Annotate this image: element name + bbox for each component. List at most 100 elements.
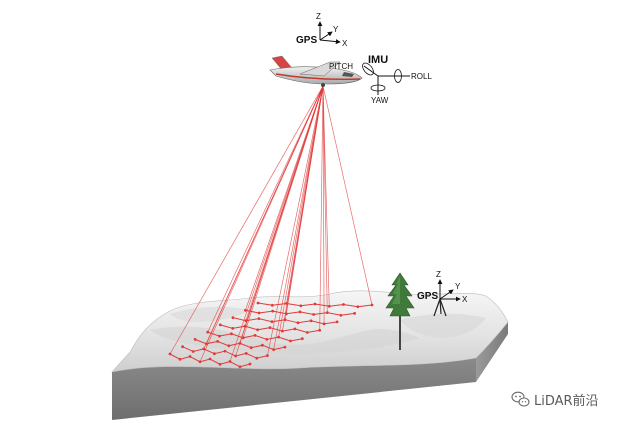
aircraft-gps: GPS Z Y X [296, 12, 348, 48]
laser-return-point [181, 345, 185, 349]
laser-return-point [312, 313, 315, 316]
laser-return-point [272, 348, 275, 351]
laser-return-point [223, 349, 227, 353]
roll-rotation-icon [394, 69, 402, 83]
laser-return-point [277, 335, 280, 339]
laser-return-point [244, 352, 248, 355]
ground-gps-label: GPS [417, 291, 438, 302]
laser-return-point [218, 323, 222, 327]
terrain-block [111, 290, 509, 420]
watermark-text: LiDAR前沿 [534, 393, 599, 409]
laser-return-point [216, 340, 220, 343]
scan-pattern [168, 301, 374, 369]
laser-return-point [257, 317, 261, 320]
laser-return-point [208, 357, 212, 361]
laser-beam [229, 85, 324, 362]
pitch-rotation-icon [362, 62, 374, 76]
laser-return-point [298, 310, 302, 314]
aircraft-gps-y-label: Y [333, 25, 339, 34]
laser-return-point [299, 304, 303, 308]
laser-return-point [188, 355, 192, 358]
laser-return-point [325, 311, 329, 314]
laser-return-point [296, 321, 300, 325]
laser-return-point [271, 309, 275, 313]
laser-return-point [265, 338, 269, 341]
laser-return-point [300, 337, 304, 341]
laser-beam [169, 85, 324, 355]
terrain-ridge-shade [150, 326, 420, 354]
laser-return-point [283, 318, 287, 322]
ground-gps-x-label: X [462, 295, 468, 304]
laser-return-point [370, 303, 374, 307]
laser-return-point [228, 360, 232, 363]
laser-return-point [268, 326, 272, 329]
laser-return-point [218, 362, 222, 366]
laser-return-point [238, 341, 242, 345]
laser-return-point [244, 308, 247, 312]
aircraft-gps-z-label: Z [316, 12, 321, 21]
aircraft-gps-label: GPS [296, 35, 317, 46]
laser-return-point [249, 346, 253, 350]
laser-return-point [356, 305, 360, 309]
terrain-front-face [112, 358, 476, 420]
laser-return-point [213, 352, 216, 356]
laser-beam [273, 85, 324, 350]
laser-beam [245, 85, 324, 321]
laser-beam [245, 85, 324, 311]
tree [385, 272, 415, 350]
laser-return-point [289, 339, 292, 343]
laser-return-point [205, 342, 208, 346]
laser-beam [322, 85, 325, 324]
ground-gps-station: GPS Z Y X [417, 270, 468, 317]
ground-gps-z-label: Z [436, 270, 441, 279]
ground-gps-y-axis [439, 289, 454, 300]
imu-pitch-axis [363, 65, 379, 77]
ground-gps-y-label: Y [455, 282, 461, 291]
laser-return-point [313, 302, 317, 306]
laser-return-point [244, 319, 248, 323]
laser-beam [286, 85, 324, 304]
laser-return-point [335, 320, 339, 324]
terrain-valley-shade [400, 313, 486, 338]
laser-return-point [255, 356, 259, 360]
aircraft-gps-x-axis [319, 39, 341, 45]
laser-return-point [318, 328, 322, 332]
laser-return-point [285, 312, 288, 316]
laser-return-point [293, 327, 297, 331]
laser-return-point [193, 338, 197, 341]
laser-return-point [322, 322, 326, 326]
laser-return-point [256, 301, 260, 305]
laser-return-point [342, 303, 345, 306]
laser-return-point [270, 303, 274, 307]
laser-return-point [266, 354, 269, 357]
laser-return-point [178, 357, 182, 361]
terrain-right-face [476, 322, 508, 382]
laser-return-point [198, 360, 202, 364]
laser-return-point [281, 329, 284, 333]
laser-return-point [283, 345, 287, 349]
wechat-icon [511, 391, 530, 407]
laser-beam [278, 85, 324, 338]
laser-return-point [238, 365, 242, 369]
laser-return-point [248, 362, 252, 366]
aircraft-stripe [275, 73, 361, 80]
laser-return-point [191, 350, 195, 353]
laser-return-point [285, 302, 288, 305]
laser-beam [322, 85, 330, 307]
laser-return-point [231, 316, 235, 319]
laser-return-point [231, 327, 235, 330]
laser-beam [207, 85, 324, 333]
laser-return-point [230, 332, 233, 336]
laser-return-point [339, 313, 343, 317]
imu-roll-label: ROLL [411, 72, 432, 81]
imu-pitch-label: PITCH [329, 62, 353, 71]
watermark: LiDAR前沿 [511, 391, 599, 409]
laser-return-point [202, 347, 206, 351]
laser-return-point [261, 343, 264, 347]
laser-beam [206, 85, 324, 344]
imu-label: IMU [368, 54, 388, 66]
laser-return-point [243, 324, 247, 328]
aircraft-cockpit [342, 72, 354, 77]
laser-beam [322, 85, 328, 313]
laser-return-point [234, 354, 238, 358]
